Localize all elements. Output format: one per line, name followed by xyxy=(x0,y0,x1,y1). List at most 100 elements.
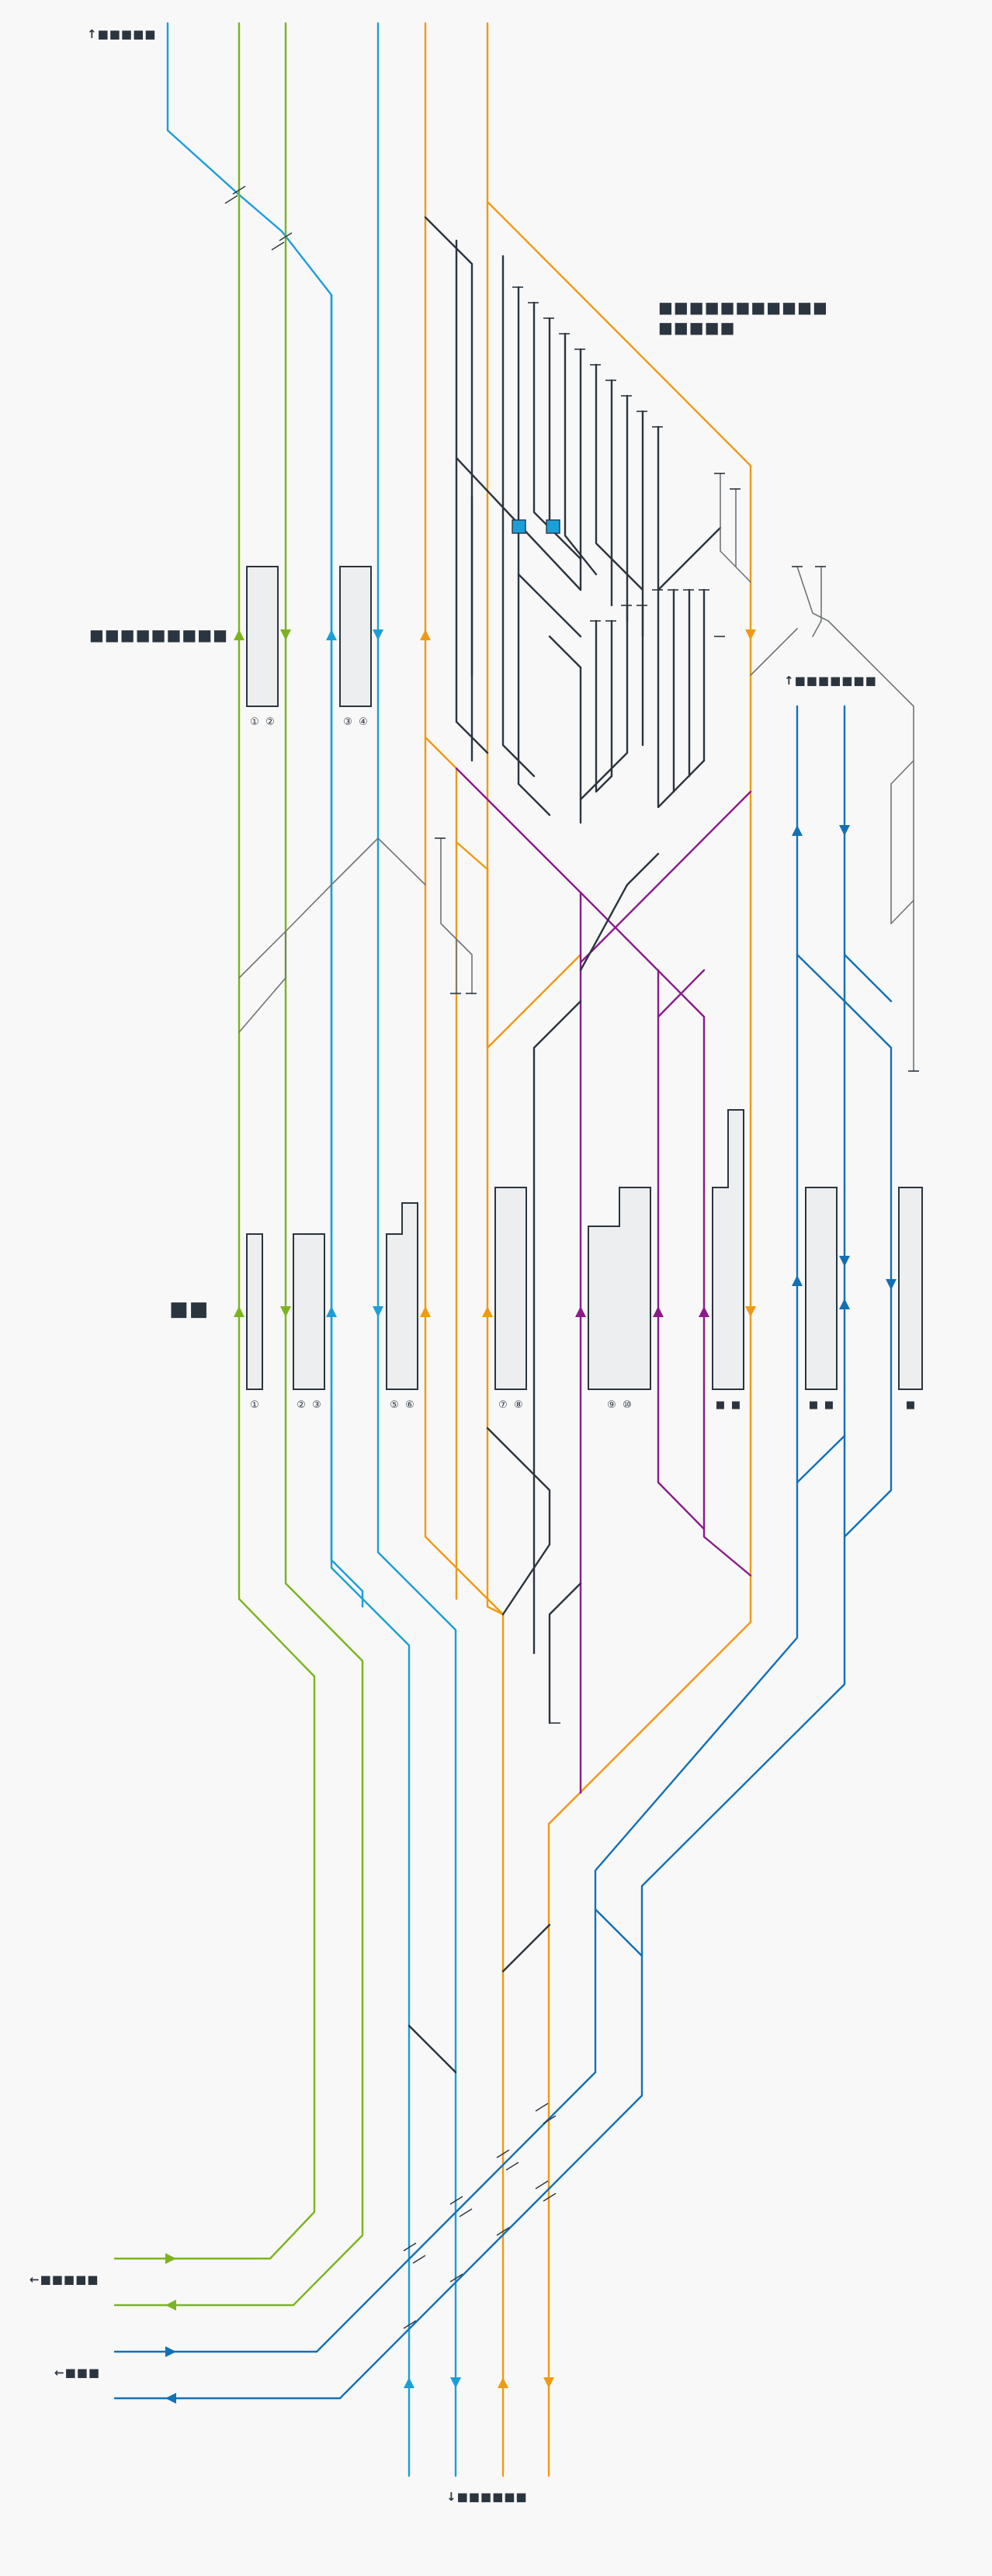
direction-arrowhead-icon xyxy=(165,2346,176,2357)
direction-arrowhead-icon xyxy=(839,825,850,836)
cyan-track-2 xyxy=(376,22,457,2477)
platform-number: ⑤ xyxy=(390,1399,399,1411)
yard-track-7 xyxy=(564,332,598,576)
direction-arrowhead-icon xyxy=(234,629,245,640)
blue-track-3 xyxy=(796,953,893,1538)
grade-separation-mark-4 xyxy=(271,241,285,251)
yard-track-20 xyxy=(579,604,629,801)
main-platform-4 xyxy=(494,1187,527,1390)
direction-arrowhead-icon xyxy=(326,629,337,640)
east-branch-label: ↑■■■■■■■ xyxy=(784,674,877,688)
west-lower-label: ←■■■ xyxy=(54,2366,101,2380)
gray-siding-10 xyxy=(750,628,798,676)
direction-arrowhead-icon xyxy=(420,629,431,640)
platform-number: ① xyxy=(250,1399,259,1411)
direction-arrowhead-icon xyxy=(165,2253,176,2264)
main-platform-6 xyxy=(712,1109,744,1390)
direction-arrowhead-icon xyxy=(745,629,756,640)
blue-track-4 xyxy=(843,953,893,1003)
direction-arrowhead-icon xyxy=(498,2377,508,2388)
direction-arrowhead-icon xyxy=(165,2393,176,2404)
yard-track-13 xyxy=(657,425,722,591)
platform-number: ■ xyxy=(906,1399,915,1411)
direction-arrowhead-icon xyxy=(404,2377,414,2388)
gray-siding-8 xyxy=(796,566,914,1072)
grade-separation-mark-7 xyxy=(496,2149,510,2158)
main-platform-7 xyxy=(805,1187,838,1390)
direction-arrowhead-icon xyxy=(450,2377,461,2388)
grade-separation-mark-14 xyxy=(543,2193,557,2202)
direction-arrowhead-icon xyxy=(839,1298,850,1309)
yard-track-5 xyxy=(532,301,582,560)
platform-number: ② xyxy=(265,716,275,728)
purple-track-2 xyxy=(579,891,752,1577)
yard-track-31 xyxy=(408,2024,457,2074)
direction-arrowhead-icon xyxy=(792,1275,803,1286)
direction-arrowhead-icon xyxy=(482,1306,493,1317)
gray-siding-1 xyxy=(377,837,426,886)
grade-separation-mark-9 xyxy=(449,2196,463,2205)
yard-track-26 xyxy=(579,852,660,972)
grade-separation-mark-12 xyxy=(412,2255,426,2264)
blue-track-2 xyxy=(113,705,846,2400)
gray-siding-9 xyxy=(812,566,822,637)
platform-number: ⑥ xyxy=(405,1399,414,1411)
main-platform-1 xyxy=(246,1233,263,1390)
platform-number: ⑨ xyxy=(607,1399,616,1411)
grade-separation-mark-11 xyxy=(403,2242,417,2252)
direction-arrowhead-icon xyxy=(699,1306,709,1317)
direction-arrowhead-icon xyxy=(373,1306,383,1317)
platform-number: ⑧ xyxy=(514,1399,523,1411)
upper-platform-2 xyxy=(339,566,372,707)
platform-number: ② xyxy=(297,1399,306,1411)
platform-number: ■ xyxy=(716,1399,725,1411)
grade-separation-mark-3 xyxy=(279,232,293,241)
main-station-label: ■■ xyxy=(169,1298,210,1321)
south-direction-label: ↓■■■■■■ xyxy=(446,2490,528,2504)
grade-separation-mark-8 xyxy=(505,2162,519,2171)
purple-track-4 xyxy=(579,790,752,964)
gray-siding-6 xyxy=(720,473,751,583)
blue-track-5 xyxy=(796,1434,846,1484)
direction-arrowhead-icon xyxy=(280,629,291,640)
direction-arrowhead-icon xyxy=(543,2377,554,2388)
grade-separation-mark-10 xyxy=(459,2208,473,2217)
platform-number: ① xyxy=(250,716,259,728)
platform-number: ■ xyxy=(809,1399,818,1411)
purple-track-3 xyxy=(657,969,706,1531)
direction-arrowhead-icon xyxy=(234,1306,245,1317)
yard-track-9 xyxy=(595,363,644,591)
platform-number: ③ xyxy=(343,716,352,728)
gray-siding-3 xyxy=(238,931,286,1033)
grade-separation-mark-15 xyxy=(496,2227,510,2236)
yard-track-17 xyxy=(548,635,582,824)
platform-number: ⑦ xyxy=(498,1399,508,1411)
direction-arrowhead-icon xyxy=(420,1306,431,1317)
blue-track-6 xyxy=(594,1908,643,1957)
yard-track-18 xyxy=(595,619,613,793)
orange-inner-2 xyxy=(455,841,489,1049)
main-platform-2 xyxy=(293,1233,325,1390)
platform-number: ■ xyxy=(731,1399,741,1411)
yard-track-1 xyxy=(424,216,473,762)
grade-separation-mark-1 xyxy=(232,185,246,195)
direction-arrowhead-icon xyxy=(575,1306,586,1317)
green-track-2 xyxy=(113,22,364,2307)
direction-arrowhead-icon xyxy=(886,1279,897,1290)
direction-arrowhead-icon xyxy=(165,2300,176,2311)
north-direction-label: ↑■■■■■ xyxy=(87,27,157,41)
gray-siding-11 xyxy=(890,760,914,924)
main-platform-8 xyxy=(898,1187,923,1390)
orange-track-2 xyxy=(486,22,752,2477)
grade-separation-mark-17 xyxy=(403,2320,417,2329)
platform-number: ③ xyxy=(312,1399,321,1411)
depot-label: ■■■■■■■■■■■ xyxy=(658,298,828,317)
yard-track-27 xyxy=(532,1000,582,1655)
platform-number: ■ xyxy=(824,1399,834,1411)
orange-track-1 xyxy=(424,22,505,2477)
yard-track-22 xyxy=(657,588,706,809)
yard-track-29 xyxy=(548,1582,582,1725)
orange-inner-3 xyxy=(486,953,582,1049)
main-platform-3 xyxy=(386,1202,418,1390)
